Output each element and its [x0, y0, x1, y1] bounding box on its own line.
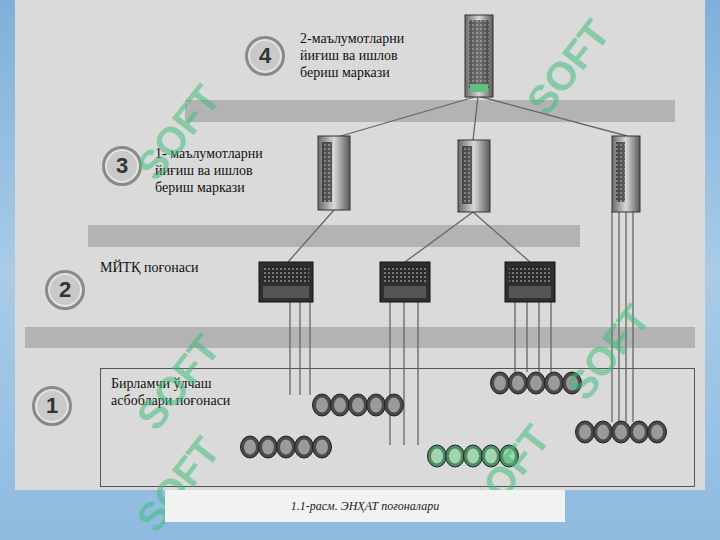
sensor	[259, 436, 278, 458]
sensor-face	[651, 425, 663, 440]
sensor-face	[494, 376, 506, 391]
sensor-face	[370, 398, 382, 413]
caption: 1.1-расм. ЭНҲАТ поғоналари	[291, 499, 439, 514]
sensor	[331, 394, 350, 416]
sensor	[385, 394, 404, 416]
callout-text: 1	[46, 393, 58, 419]
sensor-face	[449, 449, 461, 464]
sensor	[446, 445, 465, 467]
sensor	[428, 445, 447, 467]
sensor-face	[388, 398, 400, 413]
rack-server	[505, 262, 555, 302]
sensor	[491, 372, 510, 394]
sensor-face	[298, 440, 310, 455]
sensor-face	[467, 449, 479, 464]
sensor	[527, 372, 546, 394]
callout-text: 3	[116, 153, 128, 179]
sensor	[349, 394, 368, 416]
sensor-face	[530, 376, 542, 391]
sensor	[367, 394, 386, 416]
watermark: SOFT	[128, 429, 229, 540]
sensor	[313, 394, 332, 416]
watermark: SOFT	[558, 297, 659, 409]
level-title: 2-маълумотларни йиғиш ва ишлов бериш мар…	[300, 30, 430, 81]
sensor-face	[262, 440, 274, 455]
sensor-face	[244, 440, 256, 455]
rack-server	[259, 262, 313, 302]
server-tower	[318, 136, 350, 210]
sensor	[594, 421, 613, 443]
rack-server	[380, 262, 430, 302]
sensor	[630, 421, 649, 443]
level-band	[88, 225, 580, 247]
sensor	[295, 436, 314, 458]
panel	[15, 0, 705, 490]
sensor-face	[548, 376, 560, 391]
sensor	[576, 421, 595, 443]
server-rack	[465, 15, 493, 97]
callout-number: 1	[32, 386, 72, 426]
sensor	[313, 436, 332, 458]
sensor	[648, 421, 667, 443]
sensor-face	[633, 425, 645, 440]
sensor-face	[316, 398, 328, 413]
sensor-face	[579, 425, 591, 440]
sensor-face	[512, 376, 524, 391]
sensor-face	[316, 440, 328, 455]
caption-panel: 1.1-расм. ЭНҲАТ поғоналари	[165, 490, 565, 522]
level-title: МЙТҚ поғонаси	[100, 259, 260, 276]
sensor-face	[334, 398, 346, 413]
callout-text: 4	[259, 43, 271, 69]
callout-number: 4	[245, 36, 285, 76]
sensor-face	[280, 440, 292, 455]
sensor-face	[615, 425, 627, 440]
watermark: SOFT	[518, 12, 619, 124]
sensor-face	[352, 398, 364, 413]
sensor	[612, 421, 631, 443]
sensor	[241, 436, 260, 458]
sensor	[509, 372, 528, 394]
sensor-face	[431, 449, 443, 464]
sensor	[464, 445, 483, 467]
server-tower	[612, 136, 640, 212]
server-tower	[458, 140, 490, 212]
level-band	[185, 100, 675, 122]
sensor	[277, 436, 296, 458]
sensor-face	[597, 425, 609, 440]
callout-number: 2	[45, 270, 85, 310]
callout-text: 2	[59, 277, 71, 303]
